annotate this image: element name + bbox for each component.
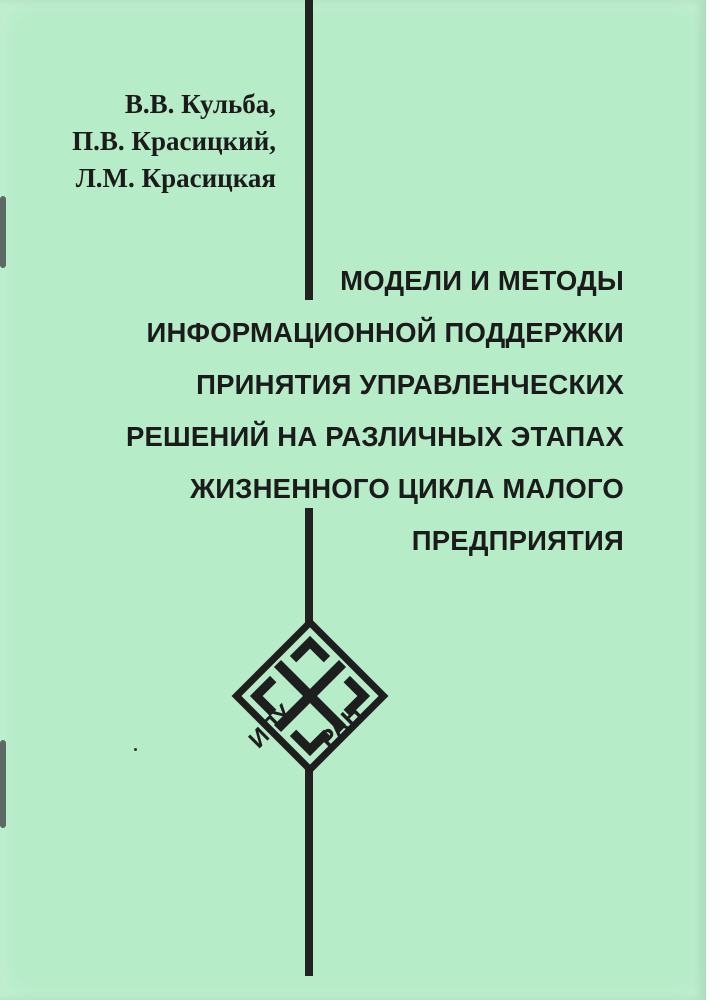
print-speck — [134, 748, 137, 751]
book-title: МОДЕЛИ И МЕТОДЫ ИНФОРМАЦИОННОЙ ПОДДЕРЖКИ… — [126, 255, 624, 567]
title-line: ПРЕДПРИЯТИЯ — [411, 525, 624, 556]
author-name: П.В. Красицкий, — [72, 126, 276, 156]
page-edge — [706, 0, 720, 1000]
author-name: Л.М. Красицкая — [75, 163, 276, 193]
title-line: ИНФОРМАЦИОННОЙ ПОДДЕРЖКИ — [146, 317, 624, 348]
vertical-rule-top — [305, 0, 313, 300]
title-line: МОДЕЛИ И МЕТОДЫ — [340, 265, 624, 296]
vertical-rule-middle — [305, 508, 313, 626]
title-line: ЖИЗНЕННОГО ЦИКЛА МАЛОГО — [190, 473, 624, 504]
author-name: В.В. Кульба, — [124, 89, 276, 119]
title-line: ПРИНЯТИЯ УПРАВЛЕНЧЕСКИХ — [196, 369, 624, 400]
logo-graphic: ИПУ РАН — [231, 617, 389, 775]
title-line: РЕШЕНИЙ НА РАЗЛИЧНЫХ ЭТАПАХ — [125, 421, 624, 452]
vertical-rule-bottom — [305, 766, 313, 976]
ipu-ran-logo-icon: ИПУ РАН — [230, 606, 390, 786]
authors-block: В.В. Кульба, П.В. Красицкий, Л.М. Красиц… — [72, 86, 276, 197]
staple-bottom — [0, 740, 6, 828]
staple-top — [0, 196, 6, 268]
